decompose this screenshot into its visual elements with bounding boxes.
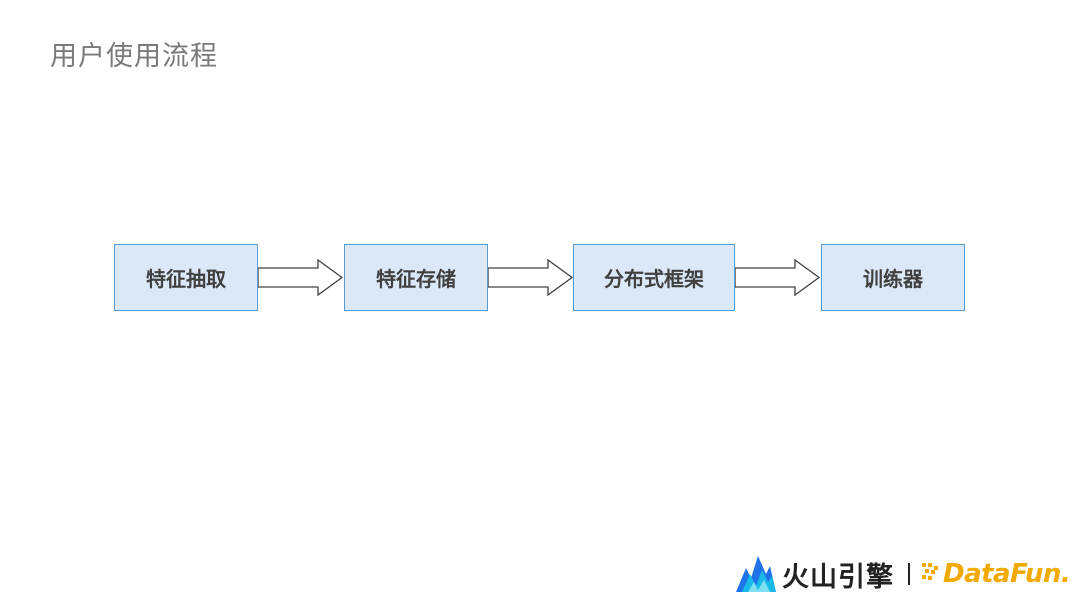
flow-node-trainer: 训练器	[821, 244, 965, 311]
datafun-dots-icon	[922, 563, 940, 585]
footer-logo-bar: 火山引擎 DataFun.	[736, 552, 1071, 596]
flow-arrow-3	[735, 259, 821, 296]
flow-node-feature-extraction: 特征抽取	[114, 244, 258, 311]
logo-divider	[908, 563, 910, 585]
flow-arrow-2	[488, 259, 574, 296]
volcano-engine-logo-icon	[736, 552, 776, 596]
flow-node-feature-storage: 特征存储	[344, 244, 488, 311]
page-title: 用户使用流程	[50, 41, 218, 72]
flow-arrow-1	[258, 259, 344, 296]
flow-node-distributed-framework: 分布式框架	[573, 244, 735, 311]
brand-name: 火山引擎	[782, 561, 894, 593]
partner-name: DataFun.	[943, 559, 1071, 589]
